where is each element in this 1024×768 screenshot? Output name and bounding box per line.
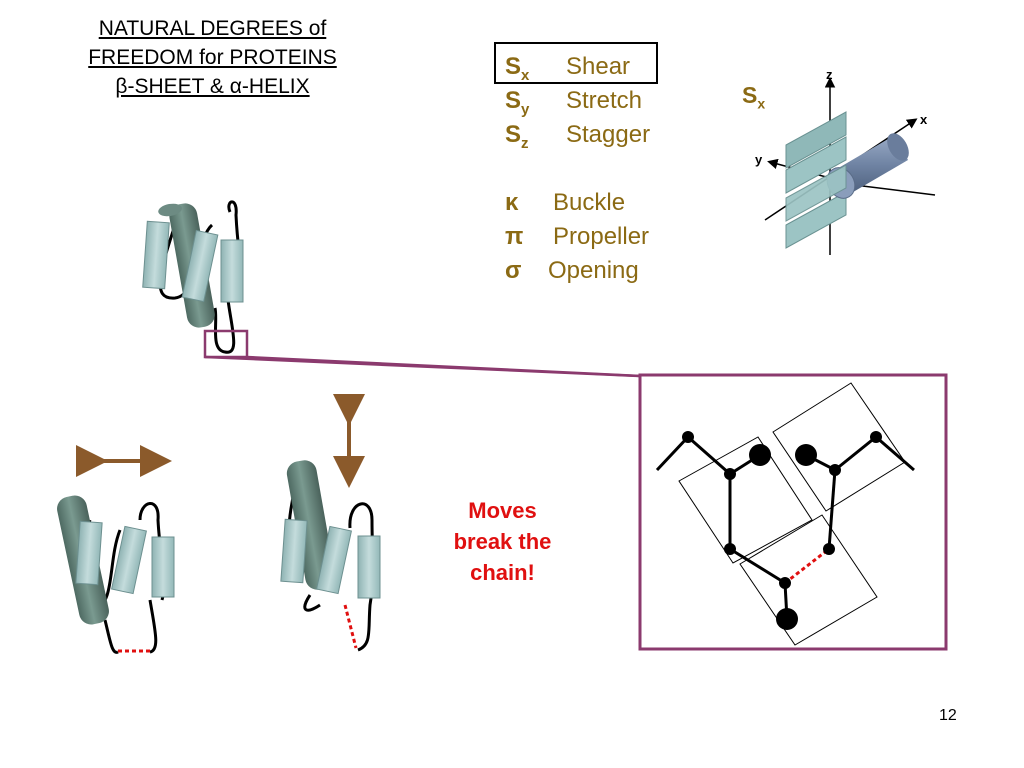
callout-line-2: break the: [453, 529, 552, 554]
dof-label: Stagger: [566, 121, 651, 148]
title-line-2: FREEDOM for PROTEINS: [88, 46, 337, 69]
callout-text: Moves break the chain!: [430, 495, 575, 588]
z-axis-label: z: [826, 67, 833, 82]
callout-line-3: chain!: [470, 560, 535, 585]
dof-item-opening: σ Opening: [505, 254, 639, 288]
dof-item-shear: Sx Shear: [505, 50, 630, 93]
axes-diagram: z x y: [755, 67, 936, 255]
axes-diagram-label: Sx: [742, 82, 766, 112]
dof-symbol: σ: [505, 257, 522, 284]
dof-item-buckle: κ Buckle: [505, 186, 625, 220]
dof-item-stagger: Sz Stagger: [505, 118, 650, 161]
dof-item-propeller: π Propeller: [505, 220, 649, 254]
dof-symbol: π: [505, 223, 524, 250]
title-line-3: β-SHEET & α-HELIX: [115, 75, 310, 98]
dof-symbol: Sz: [505, 121, 529, 152]
dof-label: Propeller: [553, 223, 650, 250]
slide-title: NATURAL DEGREES of FREEDOM for PROTEINS …: [30, 14, 395, 101]
x-axis-label: x: [920, 112, 928, 127]
broken-bond: [343, 604, 358, 649]
dof-symbol: Sy: [505, 87, 530, 118]
dof-label: Shear: [566, 53, 631, 80]
broken-bond: [784, 547, 830, 585]
dof-label: Opening: [548, 257, 639, 284]
y-axis-label: y: [755, 152, 763, 167]
dof-item-stretch: Sy Stretch: [505, 84, 642, 127]
callout-line-1: Moves: [468, 498, 537, 523]
dof-symbol: κ: [505, 189, 519, 216]
protein-motif-shear: [57, 495, 175, 654]
page-number: 12: [939, 707, 957, 724]
dof-symbol: Sx: [505, 53, 530, 84]
dof-label: Stretch: [566, 87, 643, 114]
highlight-box: [494, 42, 658, 84]
protein-motif-stagger: [280, 460, 381, 652]
dof-label: Buckle: [553, 189, 626, 216]
protein-motif-top: [142, 200, 244, 354]
backbone-zoom-diagram: [655, 382, 915, 646]
title-line-1: NATURAL DEGREES of: [98, 17, 327, 40]
zoom-panel: [638, 373, 948, 651]
